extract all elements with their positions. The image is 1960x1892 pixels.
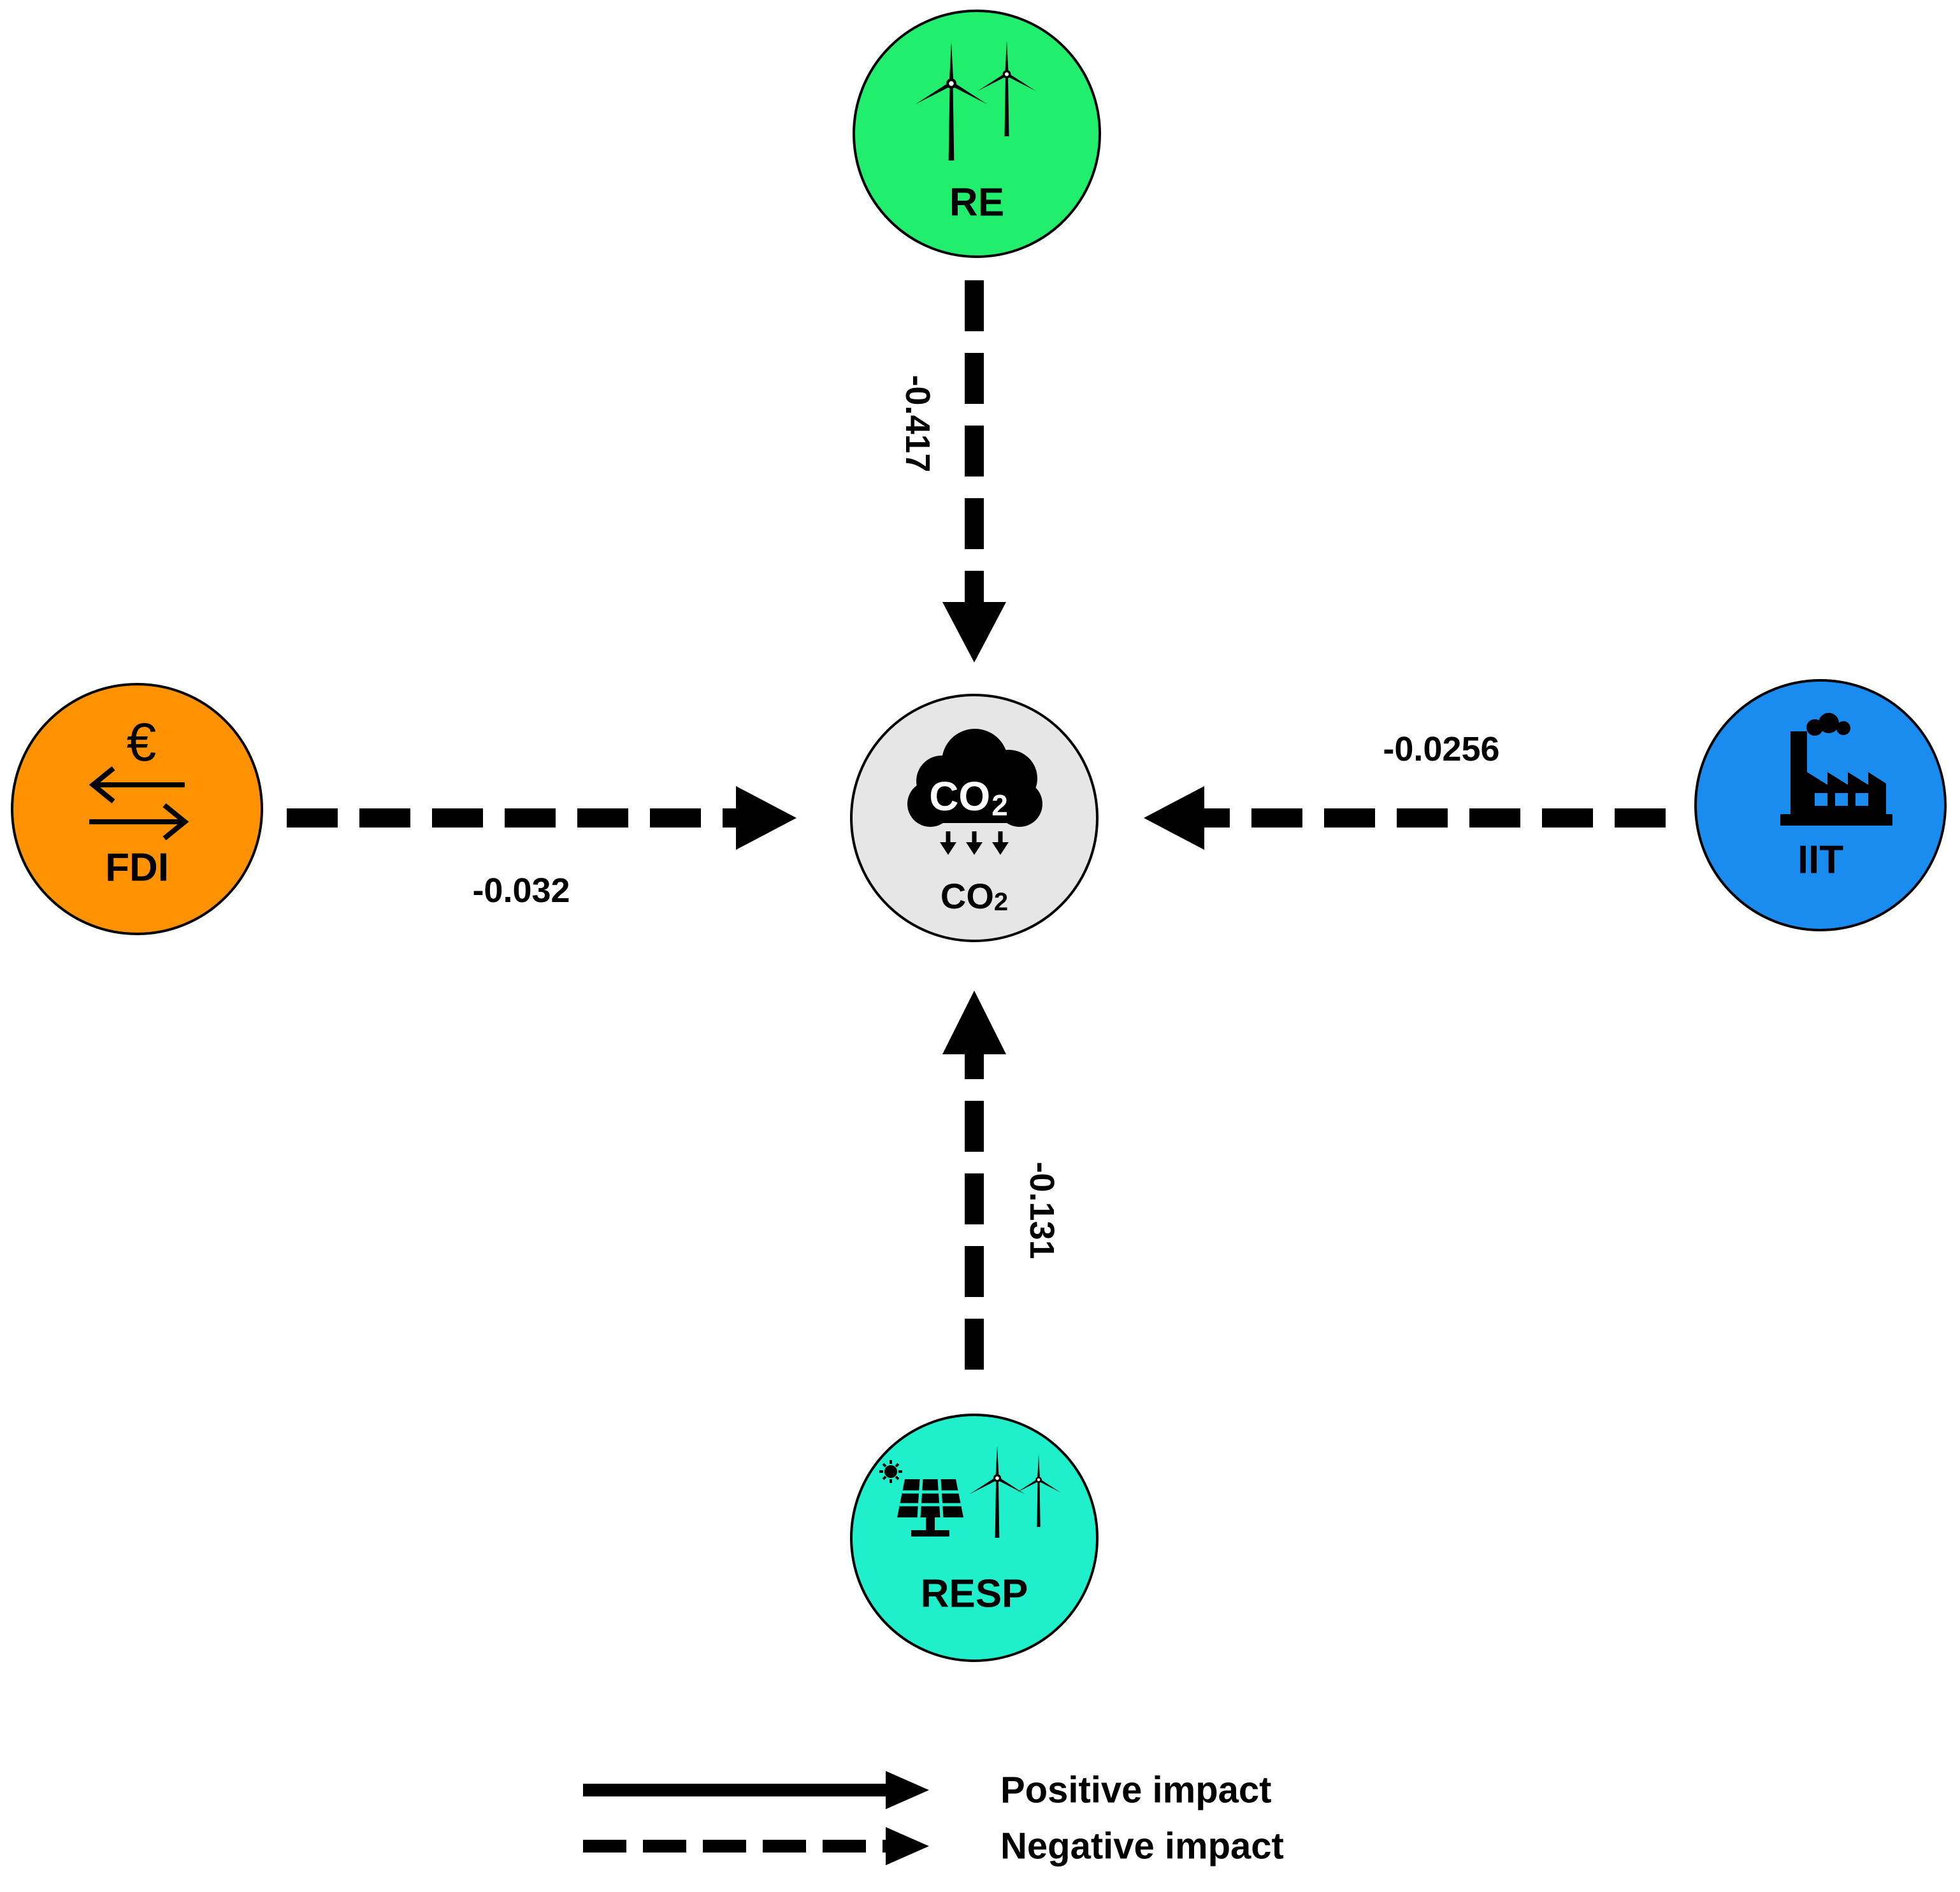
node-iit: IIT (1694, 679, 1947, 931)
edge-re-value: -0.417 (898, 375, 937, 472)
edge-re-to-co2: -0.417 (898, 280, 1006, 663)
factory-icon (1780, 713, 1892, 826)
edge-iit-value: -0.0256 (1383, 730, 1499, 768)
node-re-label: RE (949, 181, 1004, 225)
co2-icon-text: CO2 (929, 773, 1008, 822)
euro-symbol: € (127, 712, 157, 772)
legend-negative: Negative impact (583, 1826, 1284, 1867)
legend-positive: Positive impact (583, 1770, 1271, 1811)
legend-solid-arrowhead (886, 1771, 929, 1809)
node-co2: CO2 CO2 (850, 694, 1099, 942)
edge-resp-to-co2: -0.131 (942, 991, 1061, 1370)
node-re: RE (853, 10, 1101, 258)
node-re-circle (853, 10, 1101, 258)
sun-icon (879, 1460, 902, 1483)
edge-resp-value: -0.131 (1023, 1161, 1061, 1259)
edge-fdi-value: -0.032 (472, 871, 570, 910)
node-fdi-circle (11, 683, 263, 935)
solar-panel-icon (897, 1479, 963, 1537)
node-resp: RESP (850, 1414, 1099, 1662)
edge-resp-arrowhead (942, 991, 1006, 1054)
edge-fdi-to-co2: -0.032 (287, 786, 796, 910)
node-iit-label: IIT (1798, 838, 1843, 882)
legend: Positive impact Negative impact (583, 1770, 1284, 1867)
node-fdi: € FDI (11, 683, 263, 935)
node-co2-label: CO2 (940, 876, 1008, 917)
legend-negative-label: Negative impact (1000, 1826, 1284, 1867)
edge-iit-to-co2: -0.0256 (1144, 730, 1666, 850)
down-arrows-icon (940, 831, 1009, 855)
edge-iit-arrowhead (1144, 786, 1204, 850)
node-resp-label: RESP (921, 1572, 1028, 1616)
edge-fdi-arrowhead (736, 786, 796, 850)
legend-positive-label: Positive impact (1000, 1770, 1271, 1811)
legend-dashed-arrowhead (886, 1827, 929, 1865)
euro-exchange-icon: € (89, 712, 189, 841)
node-fdi-label: FDI (105, 846, 169, 890)
solar-and-wind-icon (879, 1446, 1062, 1538)
co2-cloud-icon: CO2 (907, 729, 1042, 855)
edge-re-arrowhead (942, 602, 1006, 663)
node-resp-circle (850, 1414, 1099, 1662)
